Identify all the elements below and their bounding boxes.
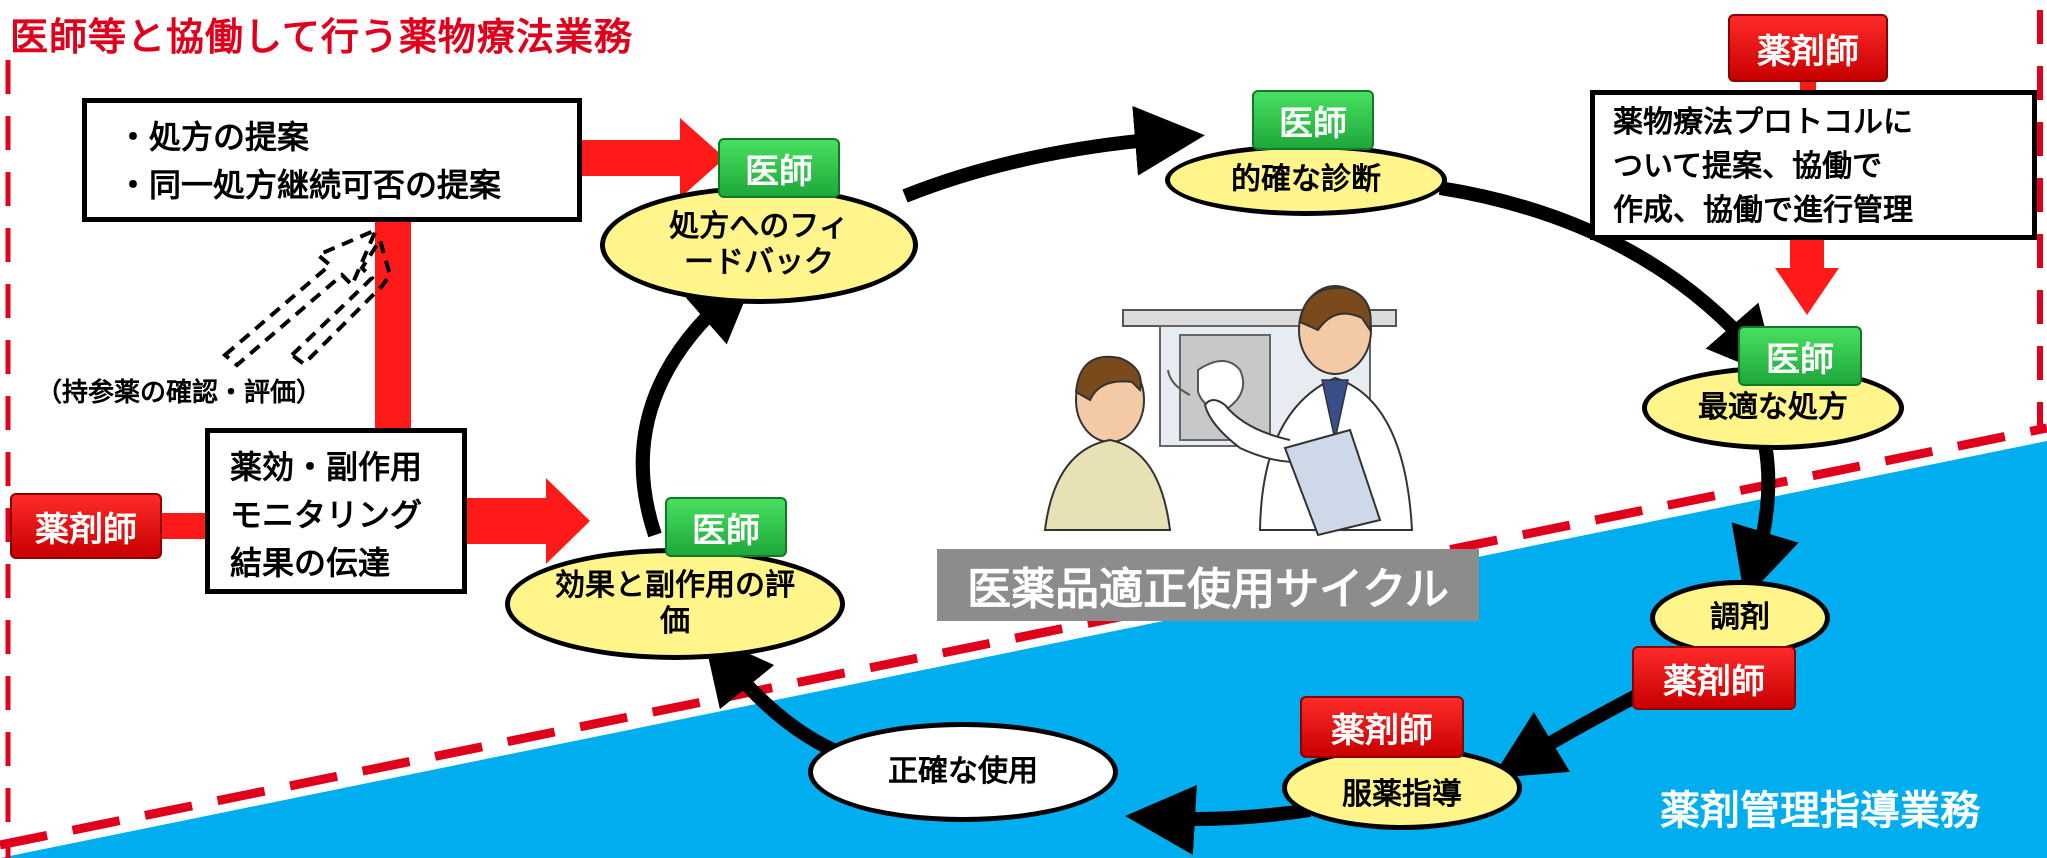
node-correct-use-ellipse: 正確な使用 <box>808 722 1118 822</box>
doctor-badge-diagnosis: 医師 <box>1252 90 1374 150</box>
node-diagnosis-ellipse: 的確な診断 <box>1165 144 1447 216</box>
arrow-prescription-to-dispensing <box>1731 442 1799 600</box>
doctor-badge-evaluation: 医師 <box>665 497 787 557</box>
node-dispensing-ellipse: 調剤 <box>1650 580 1830 656</box>
pharmacist-badge-guidance: 薬剤師 <box>1300 696 1464 758</box>
pharmacy-management-label: 薬剤管理指導業務 <box>1660 788 1980 834</box>
node-evaluation-label: 効果と副作用の評価 <box>555 568 795 639</box>
protocol-line-2: ついて提案、協働で <box>1613 149 1883 184</box>
node-prescription-label: 最適な処方 <box>1698 390 1848 425</box>
pharmacist-badge-dispensing: 薬剤師 <box>1632 646 1796 710</box>
monitoring-line-2: モニタリング <box>230 496 423 534</box>
boundary-dashed-diagonal <box>0 423 2047 850</box>
node-guidance-label: 服薬指導 <box>1342 777 1462 812</box>
arrow-evaluation-to-feedback <box>635 271 757 538</box>
pharmacist-badge-left: 薬剤師 <box>10 493 162 559</box>
monitoring-line-3: 結果の伝達 <box>230 544 391 582</box>
arrow-guidance-to-correct-use <box>1125 785 1312 855</box>
doctor-patient-illustration <box>1043 285 1414 537</box>
monitoring-box: 薬効・副作用 モニタリング 結果の伝達 <box>205 428 467 594</box>
page-title: 医師等と協働して行う薬物療法業務 <box>10 15 633 59</box>
pharmacist-badge-protocol: 薬剤師 <box>1728 14 1888 82</box>
node-feedback-label: 処方へのフィードバック <box>669 209 849 280</box>
proposal-line-1: ・処方の提案 <box>117 118 310 156</box>
cycle-caption: 医薬品適正使用サイクル <box>937 549 1479 621</box>
protocol-line-3: 作成、協働で進行管理 <box>1613 193 1913 228</box>
arrow-diagnosis-to-prescription <box>1438 181 1779 379</box>
doctor-badge-feedback: 医師 <box>718 138 840 198</box>
node-dispensing-label: 調剤 <box>1710 600 1770 635</box>
protocol-box: 薬物療法プロトコルに ついて提案、協働で 作成、協働で進行管理 <box>1590 90 2037 240</box>
arrow-feedback-to-diagnosis <box>902 105 1205 203</box>
brought-medication-note: （持参薬の確認・評価） <box>36 378 323 408</box>
monitoring-line-1: 薬効・副作用 <box>230 448 423 486</box>
dashed-arrows <box>221 226 393 368</box>
protocol-line-1: 薬物療法プロトコルに <box>1613 105 1913 140</box>
node-diagnosis-label: 的確な診断 <box>1231 162 1381 197</box>
doctor-badge-prescription: 医師 <box>1738 326 1862 386</box>
node-feedback-ellipse: 処方へのフィードバック <box>600 186 918 304</box>
node-guidance-ellipse: 服薬指導 <box>1282 746 1522 830</box>
node-evaluation-ellipse: 効果と副作用の評価 <box>505 548 845 660</box>
proposal-line-2: ・同一処方継続可否の提案 <box>117 166 502 204</box>
node-correct-use-label: 正確な使用 <box>888 754 1038 789</box>
proposal-box: ・処方の提案 ・同一処方継続可否の提案 <box>82 98 582 222</box>
